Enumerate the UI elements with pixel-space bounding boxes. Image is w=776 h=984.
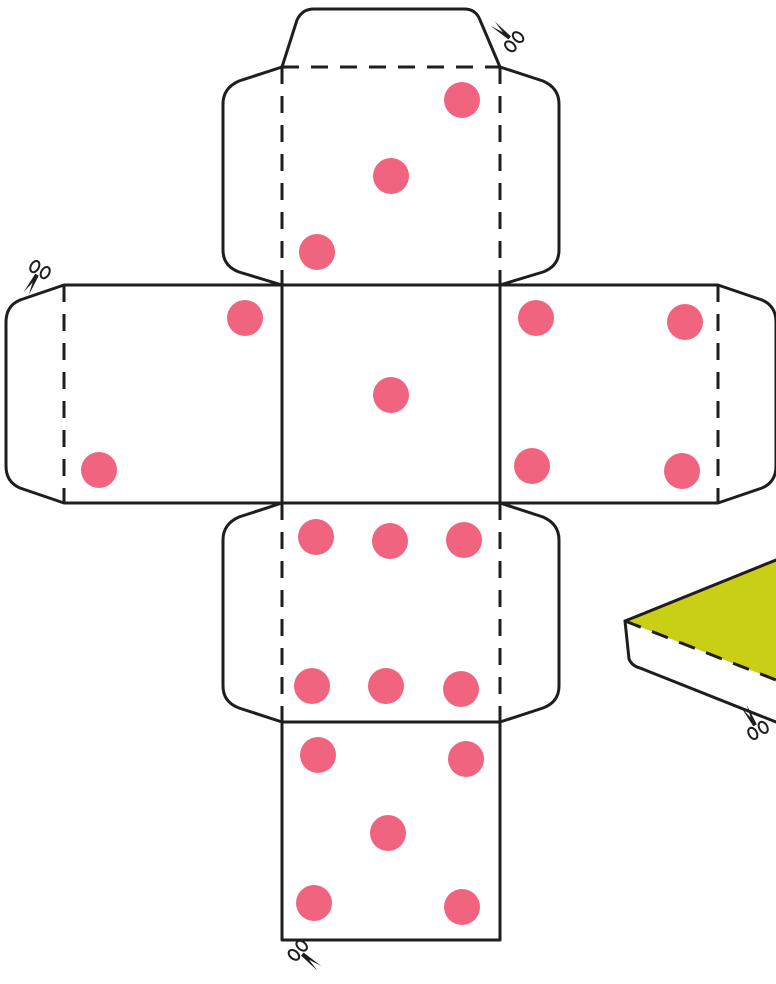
bottom-face-pip <box>370 815 406 851</box>
top-flap-face-pip <box>373 158 409 194</box>
scissors-icon <box>23 260 51 296</box>
right-face-pip <box>514 448 550 484</box>
left-face-pip <box>81 452 117 488</box>
left-face-outline <box>4 283 284 505</box>
scissors-markers <box>23 21 769 971</box>
bottom-face-outline <box>280 720 502 942</box>
middle-lower-face-fold-lines <box>280 503 502 722</box>
bottom-face-pip <box>296 885 332 921</box>
top-face-fold-lines <box>280 65 502 285</box>
left-face-pip <box>227 300 263 336</box>
right-face-pip <box>667 304 703 340</box>
top-face-outline <box>221 65 561 287</box>
right-face-pip <box>664 453 700 489</box>
middle-lower-face-pip <box>298 519 334 555</box>
middle-lower-face-outline <box>221 501 561 724</box>
scissors-icon <box>490 21 525 53</box>
middle-lower-face-pip <box>446 522 482 558</box>
pips <box>81 82 703 925</box>
folded-box-preview <box>623 558 776 724</box>
right-face-outline <box>498 283 776 505</box>
top-flap-face-pip <box>444 82 480 118</box>
bottom-face-pip <box>448 741 484 777</box>
scissors-icon <box>741 704 769 740</box>
middle-lower-face-pip <box>368 668 404 704</box>
middle-lower-face-pip <box>443 671 479 707</box>
top-tab <box>280 7 502 69</box>
bottom-face-pip <box>300 737 336 773</box>
folded-box-top <box>625 560 776 680</box>
folded-box-top-edge <box>623 558 776 623</box>
scissors-icon <box>287 939 322 971</box>
bottom-face-pip <box>444 889 480 925</box>
folded-box-side <box>623 619 776 724</box>
center-face-pip <box>373 377 409 413</box>
middle-lower-face-pip <box>372 523 408 559</box>
middle-lower-face-pip <box>294 668 330 704</box>
top-flap-face-pip <box>299 234 335 270</box>
right-face-pip <box>518 300 554 336</box>
